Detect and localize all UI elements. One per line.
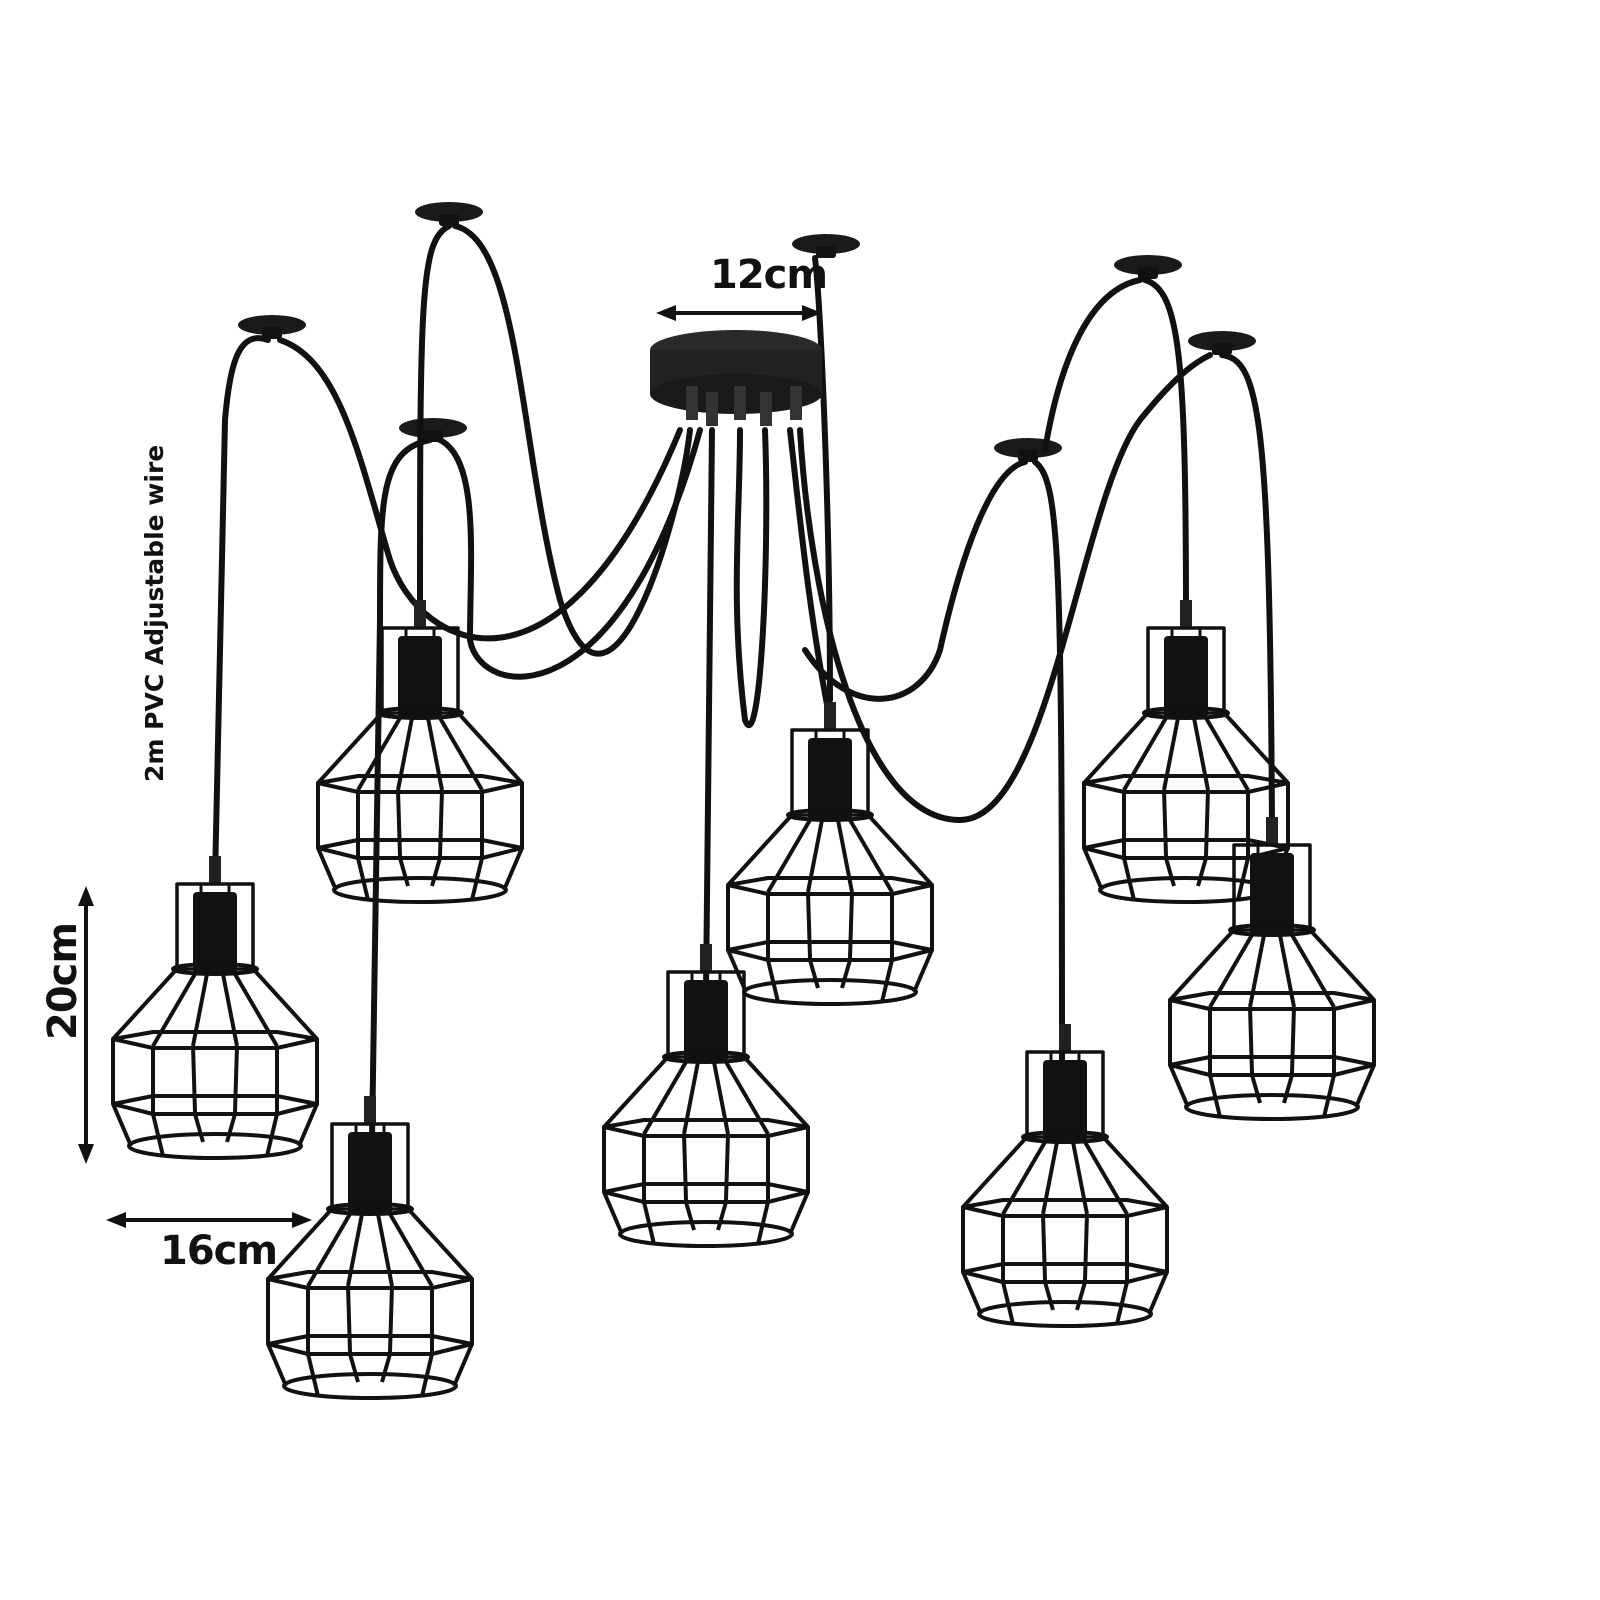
shade-height-label: 20cm (40, 922, 86, 1040)
ceiling-canopy (650, 330, 822, 426)
dimension-arrows (78, 305, 822, 1228)
pendant-center-upper (726, 700, 934, 1006)
cords (212, 223, 1275, 1143)
pendant-center-lower (602, 942, 810, 1248)
pendant-far-right (1168, 815, 1376, 1121)
canopy-width-label: 12cm (710, 252, 828, 298)
pendant-far-left (111, 854, 319, 1160)
wire-length-label: 2m PVC Adjustable wire (140, 444, 169, 782)
pendant-lower-right (961, 1022, 1169, 1328)
pendant-upper-left (316, 598, 524, 904)
shade-width-label: 16cm (160, 1228, 278, 1274)
